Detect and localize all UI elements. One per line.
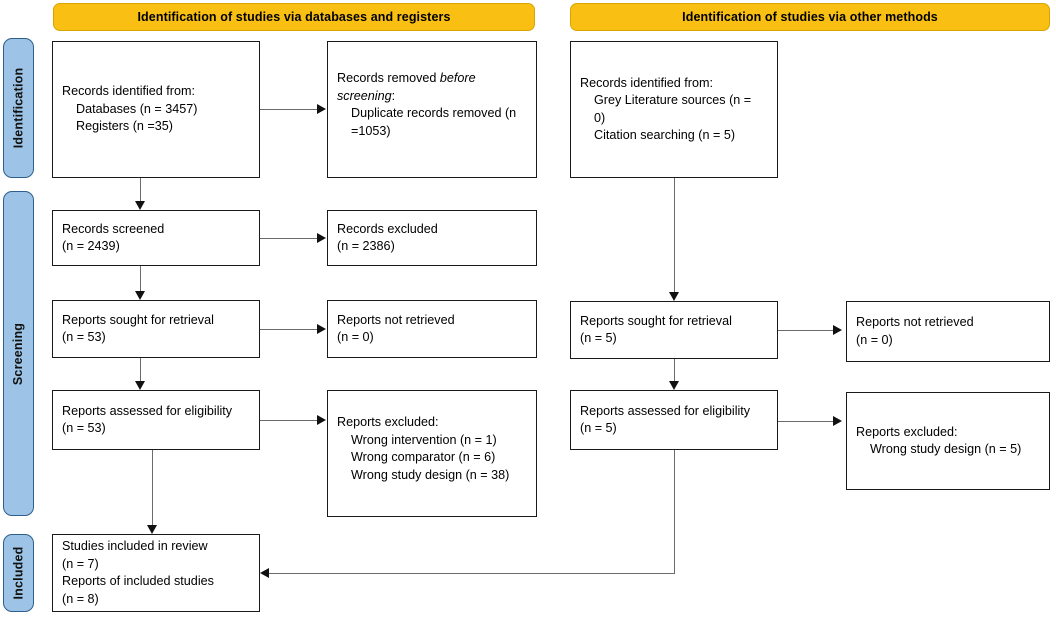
connector-sought-to-assessed	[140, 358, 142, 382]
connector-other-assessed-down	[674, 450, 676, 574]
box-records-removed-text: Records removed before screening: Duplic…	[337, 70, 516, 140]
box-studies-included: Studies included in review (n = 7) Repor…	[52, 534, 260, 612]
arrowhead-other-sought-to-assessed	[669, 381, 679, 390]
phase-header-databases-label: Identification of studies via databases …	[137, 10, 451, 24]
connector-other-identified-to-sought	[674, 178, 676, 293]
records-removed-suffix: : Duplicate records removed (n =1053)	[351, 88, 517, 138]
records-removed-emphasis: before screening	[337, 71, 476, 103]
connector-other-sought-to-assessed	[674, 359, 676, 382]
box-reports-sought-databases: Reports sought for retrieval (n = 53)	[52, 300, 260, 358]
box-reports-not-retrieved-databases: Reports not retrieved (n = 0)	[327, 300, 537, 358]
stage-bar-included-label: Included	[11, 546, 26, 600]
box-records-identified-other-text: Records identified from: Grey Literature…	[580, 75, 752, 143]
connector-sought-to-not-retrieved	[260, 329, 318, 331]
box-records-screened: Records screened (n = 2439)	[52, 210, 260, 266]
box-reports-not-retrieved-other: Reports not retrieved (n = 0)	[846, 301, 1050, 362]
box-reports-not-retrieved-other-text: Reports not retrieved (n = 0)	[856, 315, 974, 347]
connector-other-sought-to-not-retrieved	[778, 330, 834, 332]
arrowhead-assessed-to-reports-excluded	[317, 415, 326, 425]
stage-bar-included: Included	[3, 534, 34, 612]
connector-identified-to-removed	[260, 109, 318, 111]
arrowhead-sought-to-not-retrieved	[317, 324, 326, 334]
box-records-excluded-text: Records excluded (n = 2386)	[337, 221, 438, 254]
stage-bar-identification: Identification	[3, 38, 34, 178]
box-reports-not-retrieved-databases-text: Reports not retrieved (n = 0)	[337, 312, 455, 345]
arrowhead-identified-to-removed	[317, 104, 326, 114]
box-reports-sought-other: Reports sought for retrieval (n = 5)	[570, 301, 778, 359]
connector-other-assessed-to-reports-excluded	[778, 421, 834, 423]
connector-assessed-to-reports-excluded	[260, 420, 318, 422]
connector-identified-to-screened	[140, 178, 142, 202]
arrowhead-other-to-included	[260, 568, 269, 578]
stage-bar-identification-label: Identification	[11, 67, 26, 149]
box-studies-included-text: Studies included in review (n = 7) Repor…	[62, 539, 214, 606]
box-reports-excluded-other: Reports excluded: Wrong study design (n …	[846, 392, 1050, 490]
arrowhead-other-assessed-to-reports-excluded	[833, 416, 842, 426]
phase-header-databases: Identification of studies via databases …	[53, 3, 535, 31]
phase-header-other-methods: Identification of studies via other meth…	[570, 3, 1050, 31]
phase-header-other-methods-label: Identification of studies via other meth…	[682, 10, 938, 24]
records-removed-prefix: Records removed	[337, 71, 440, 85]
stage-bar-screening: Screening	[3, 191, 34, 516]
connector-other-to-included-horizontal	[268, 573, 675, 575]
box-reports-assessed-other-text: Reports assessed for eligibility (n = 5)	[580, 403, 751, 436]
box-records-screened-text: Records screened (n = 2439)	[62, 221, 165, 254]
stage-bar-screening-label: Screening	[11, 322, 26, 385]
box-reports-sought-other-text: Reports sought for retrieval (n = 5)	[580, 313, 732, 346]
box-reports-excluded-other-text: Reports excluded: Wrong study design (n …	[856, 424, 1022, 457]
box-records-identified-databases: Records identified from: Databases (n = …	[52, 41, 260, 178]
arrowhead-identified-to-screened	[135, 201, 145, 210]
box-records-excluded: Records excluded (n = 2386)	[327, 210, 537, 266]
box-records-identified-other: Records identified from: Grey Literature…	[570, 41, 778, 178]
box-records-removed-before-screening: Records removed before screening: Duplic…	[327, 41, 537, 178]
connector-screened-to-excluded	[260, 238, 318, 240]
box-reports-sought-databases-text: Reports sought for retrieval (n = 53)	[62, 312, 214, 345]
box-records-identified-databases-text: Records identified from: Databases (n = …	[62, 84, 198, 134]
arrowhead-screened-to-excluded	[317, 233, 326, 243]
box-reports-excluded-databases: Reports excluded: Wrong intervention (n …	[327, 390, 537, 517]
arrowhead-other-sought-to-not-retrieved	[833, 325, 842, 335]
arrowhead-assessed-to-included	[147, 525, 157, 534]
arrowhead-other-identified-to-sought	[669, 292, 679, 301]
connector-screened-to-sought	[140, 266, 142, 292]
connector-assessed-to-included	[152, 450, 154, 526]
box-reports-assessed-other: Reports assessed for eligibility (n = 5)	[570, 390, 778, 450]
box-reports-assessed-databases-text: Reports assessed for eligibility (n = 53…	[62, 403, 233, 436]
arrowhead-screened-to-sought	[135, 291, 145, 300]
arrowhead-sought-to-assessed	[135, 381, 145, 390]
box-reports-excluded-databases-text: Reports excluded: Wrong intervention (n …	[337, 415, 510, 482]
box-reports-assessed-databases: Reports assessed for eligibility (n = 53…	[52, 390, 260, 450]
